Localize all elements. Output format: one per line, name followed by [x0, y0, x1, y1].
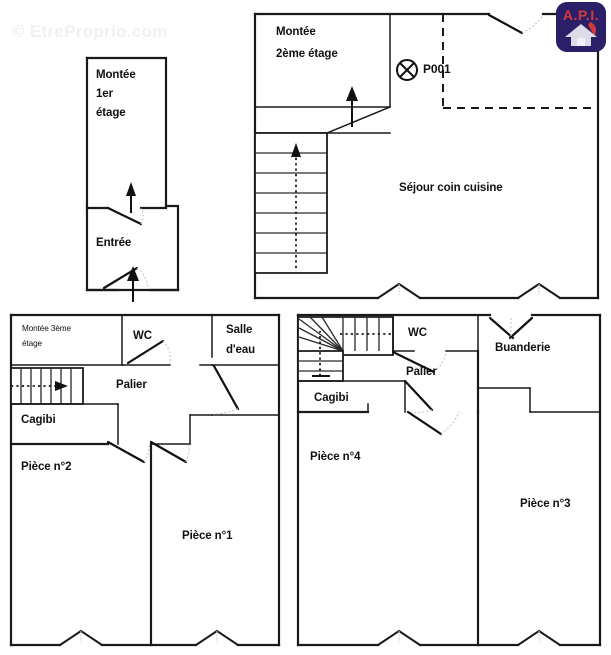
label-piece-4: Pièce n°4 [310, 451, 361, 463]
label-wc-2: WC [408, 327, 427, 339]
label-piece-1: Pièce n°1 [182, 530, 233, 542]
panel-deuxieme-geometry [9, 313, 281, 647]
label-piece-3: Pièce n°3 [520, 498, 571, 510]
label-salle-deau-line2: d'eau [226, 344, 256, 356]
watermark: © EtreProprio.com [12, 22, 168, 41]
label-montee-2eme-line2: 2ème étage [276, 48, 338, 60]
label-buanderie: Buanderie [495, 342, 551, 354]
double-door [488, 316, 534, 340]
api-logo-graphic: A.P.I. [556, 2, 606, 52]
label-montee-1er-line2: 1er [96, 88, 113, 100]
label-entree: Entrée [96, 237, 132, 249]
panel-entree-geometry [85, 56, 180, 302]
window-symbol [377, 282, 421, 299]
label-sejour: Séjour coin cuisine [399, 182, 503, 194]
panel-sejour-geometry [253, 12, 600, 300]
post-symbol-p001 [396, 59, 418, 81]
label-montee-2eme-line1: Montée [276, 26, 316, 38]
label-piece-2: Pièce n°2 [21, 461, 72, 473]
window-symbol [377, 629, 421, 646]
label-salle-deau-line1: Salle [226, 324, 253, 336]
label-palier: Palier [116, 379, 147, 391]
panel-troisieme-geometry [296, 313, 602, 647]
api-logo[interactable]: A.P.I. [556, 2, 606, 52]
label-montee-3eme-line2: étage [22, 339, 42, 348]
window-symbol [59, 629, 103, 646]
label-palier-2: Palier [406, 366, 437, 378]
label-cagibi: Cagibi [21, 414, 56, 426]
label-p001: P001 [423, 62, 451, 76]
window-symbol [517, 629, 561, 646]
label-montee-1er: Montée [96, 69, 136, 81]
label-wc: WC [133, 330, 152, 342]
window-symbol [195, 629, 239, 646]
svg-text:A.P.I.: A.P.I. [563, 7, 599, 23]
window-symbol [517, 282, 561, 299]
label-montee-3eme-line1: Montée 3ème [22, 324, 71, 333]
label-cagibi-2: Cagibi [314, 392, 349, 404]
label-montee-1er-line3: étage [96, 107, 126, 119]
